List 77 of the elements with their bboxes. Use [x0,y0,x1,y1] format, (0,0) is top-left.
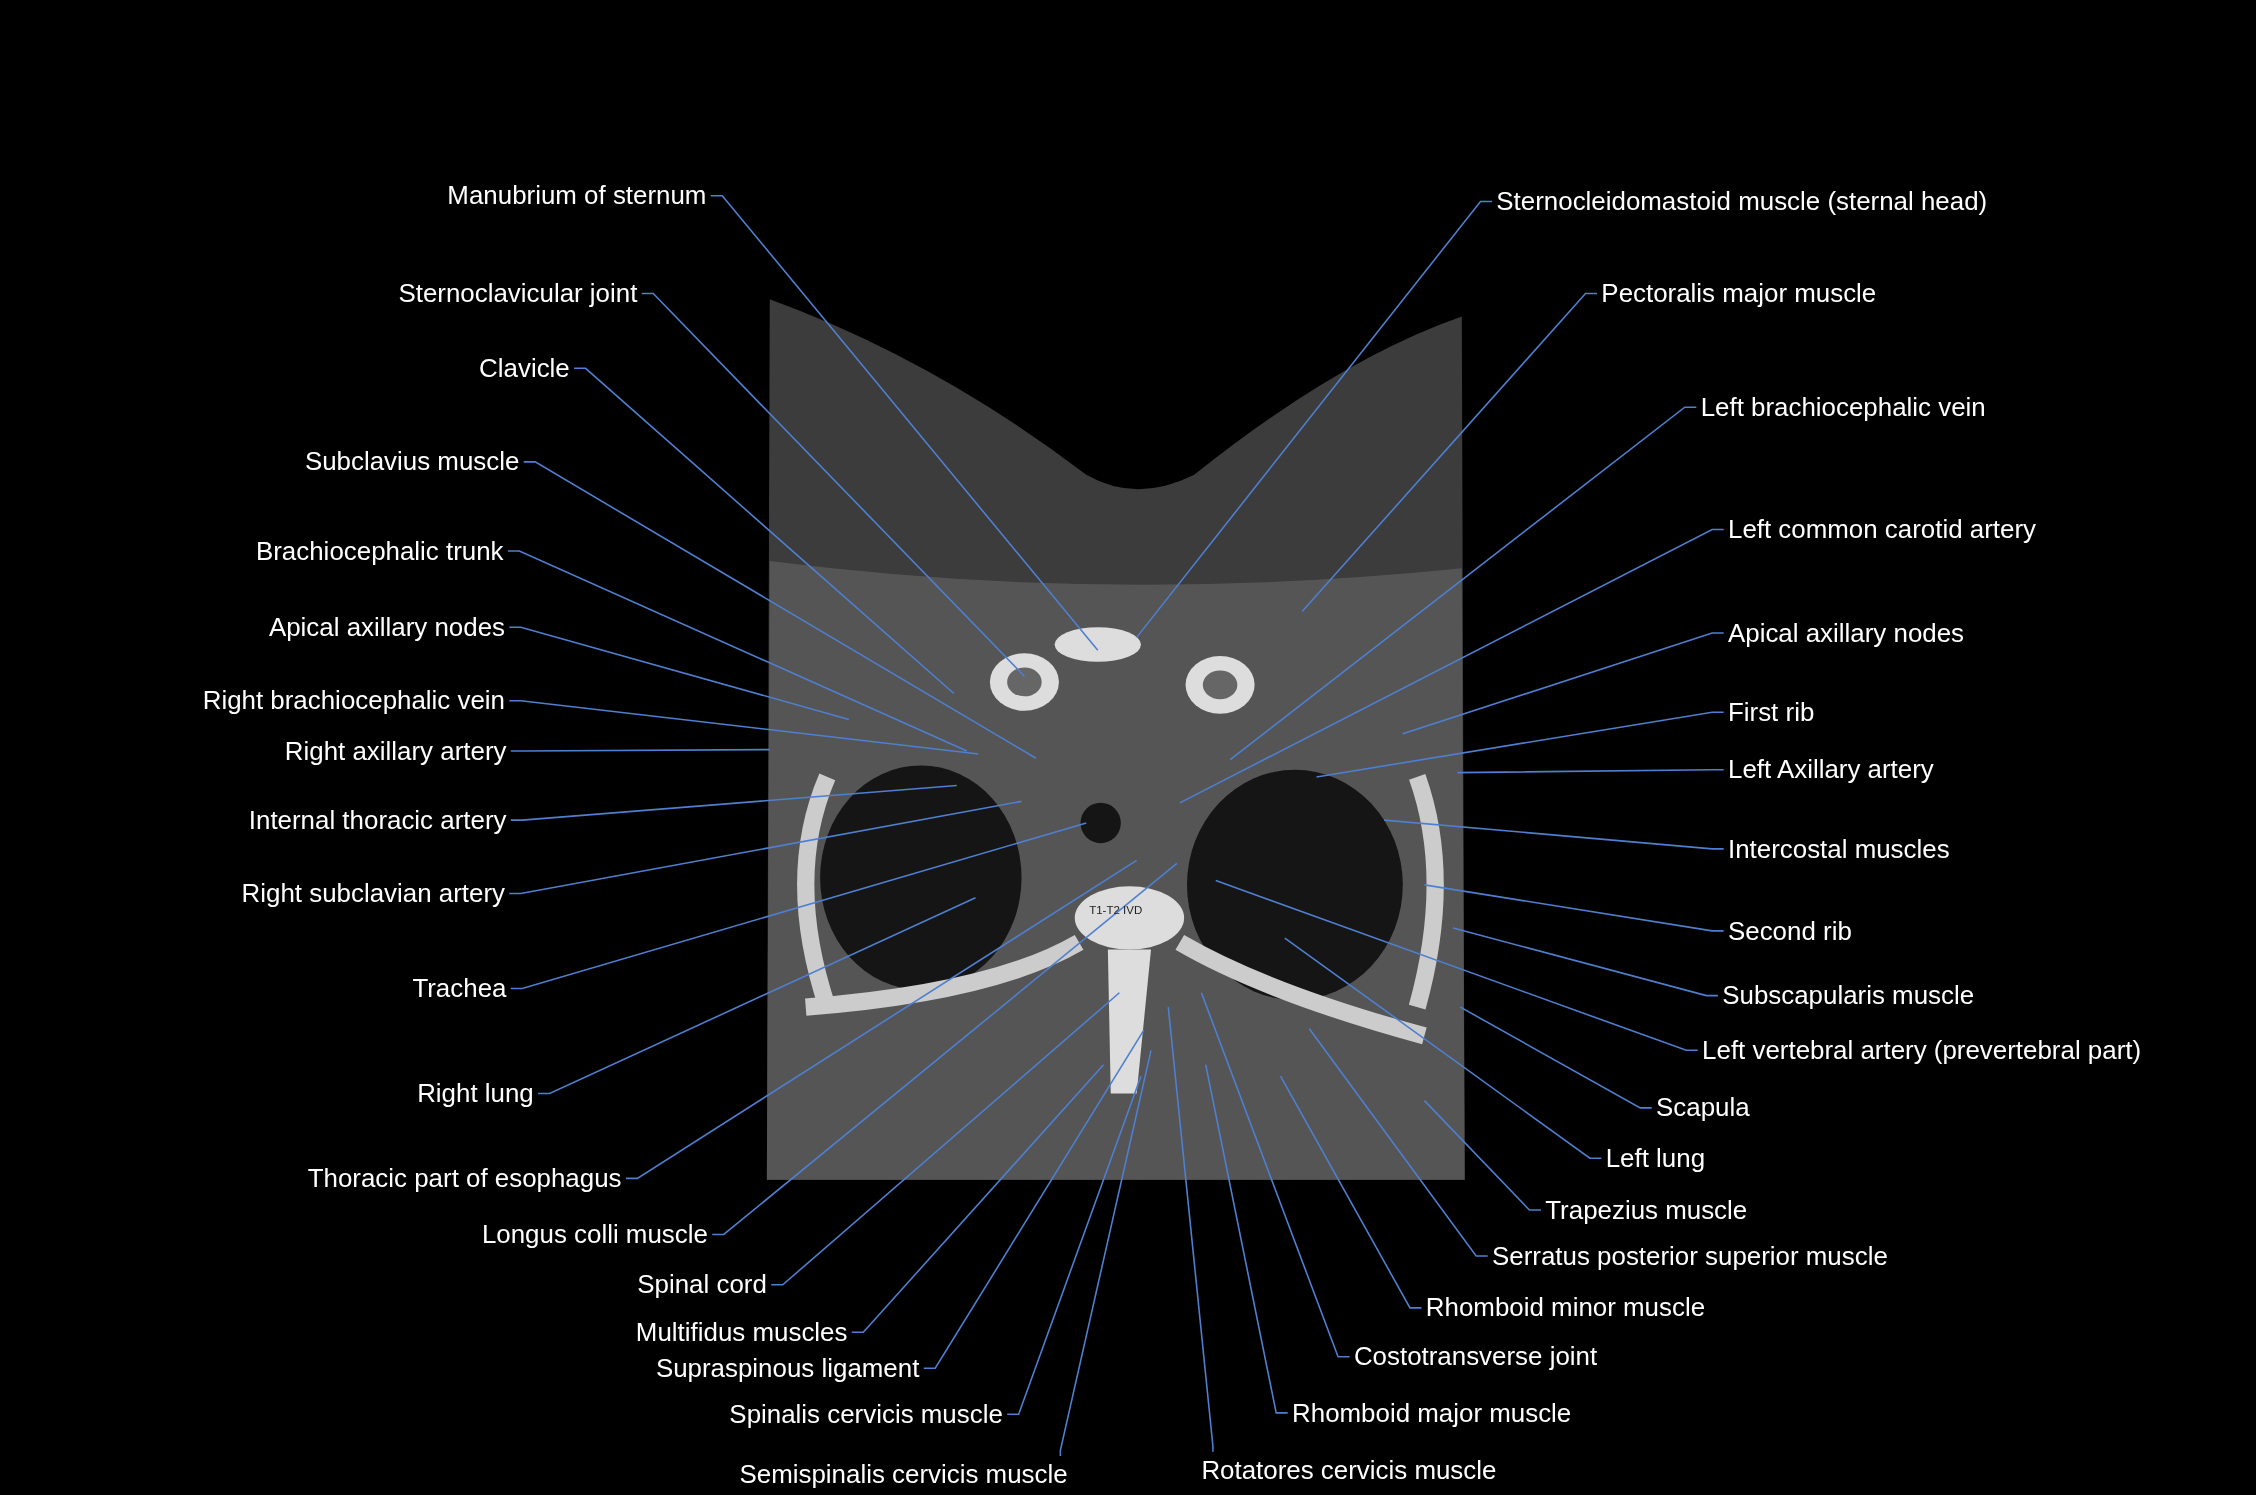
leader-line [508,800,1023,895]
leader-line [709,194,1099,652]
leader-line [1315,711,1725,778]
leader-line [508,626,850,721]
part-label: Trapezius muscle [1545,1194,1748,1226]
part-label: Costotransverse joint [1353,1340,1598,1373]
part-label: Left vertebral artery (prevertebral part) [1702,1034,2142,1067]
leader-line [1215,879,1699,1052]
part-label: Rhomboid minor muscle [1425,1292,1706,1324]
leader-line [1423,1099,1542,1211]
leader-line [1423,884,1725,932]
part-label: First rib [1727,696,1815,728]
part-label: Intercostal muscles [1727,833,1950,865]
part-label: Right lung [417,1077,534,1110]
part-label: Supraspinous ligament [655,1352,920,1385]
leader-line [1308,1027,1489,1257]
leader-line [1059,1049,1152,1457]
part-label: Left brachiocephalic vein [1700,391,1986,423]
part-label: Apical axillary nodes [268,611,505,644]
part-label: Trachea [412,972,507,1005]
part-label: Pectoralis major muscle [1601,277,1877,310]
leader-line [850,1063,1105,1334]
part-label: Sternoclavicular joint [398,277,638,310]
leader-line [573,367,955,695]
part-label: Subscapularis muscle [1722,979,1975,1012]
part-label: Second rib [1727,915,1852,947]
part-label: Right subclavian artery [241,877,505,910]
part-label: Apical axillary nodes [1727,617,1965,649]
part-label: Brachiocephalic trunk [255,535,504,567]
part-label: Sternocleidomastoid muscle (sternal head) [1496,185,1988,218]
leader-line [1284,937,1603,1159]
leader-line [508,699,980,755]
leader-line [1167,1006,1214,1453]
part-label: Serratus posterior superior muscle [1492,1240,1888,1272]
leader-line [1179,528,1725,804]
part-label: Subclavius muscle [304,446,520,478]
leader-line [537,897,977,1095]
leader-line [711,862,1178,1236]
leader-line [1459,1006,1653,1109]
part-label: Thoracic part of esophagus [307,1162,622,1195]
leader-line [1229,406,1698,761]
leader-line [522,461,1037,760]
part-label: Semispinalis cervicis muscle [739,1458,1068,1491]
leader-line [1006,1075,1142,1416]
leader-line [1200,991,1351,1358]
leader-line [509,748,771,752]
part-label: Left lung [1605,1142,1706,1175]
part-label: Right axillary artery [284,735,507,767]
part-label: Manubrium of sternum [447,179,707,212]
leader-line [1301,292,1598,613]
part-label: Left common carotid artery [1727,513,2036,546]
leader-line [1135,200,1493,639]
leader-line [640,292,1026,677]
leader-line [1204,1063,1289,1414]
part-label: Rhomboid major muscle [1292,1397,1572,1429]
leader-line [1383,819,1725,850]
leader-line [1456,768,1725,774]
part-label: Internal thoracic artery [248,804,507,836]
part-label: Spinal cord [637,1269,767,1301]
part-label: Longus colli muscle [481,1218,708,1251]
part-label: Scapula [1656,1092,1750,1124]
leader-line [509,784,958,821]
leader-line [1279,1075,1423,1309]
leader-line [507,550,968,752]
part-label: Left Axillary artery [1727,753,1934,786]
leader-line [1402,632,1725,735]
leader-line [625,859,1138,1180]
leader-line [770,991,1121,1286]
part-label: Clavicle [479,352,570,385]
part-label: Spinalis cervicis muscle [729,1398,1003,1431]
leader-line [509,822,1088,990]
leader-line [922,1029,1145,1370]
part-label: Right brachiocephalic vein [202,684,505,717]
part-label: Rotatores cervicis muscle [1201,1454,1497,1487]
leader-line [1452,927,1719,997]
vertebral-level-label: T1-T2 IVD [1089,903,1143,918]
part-label: Multifidus muscles [635,1316,848,1349]
